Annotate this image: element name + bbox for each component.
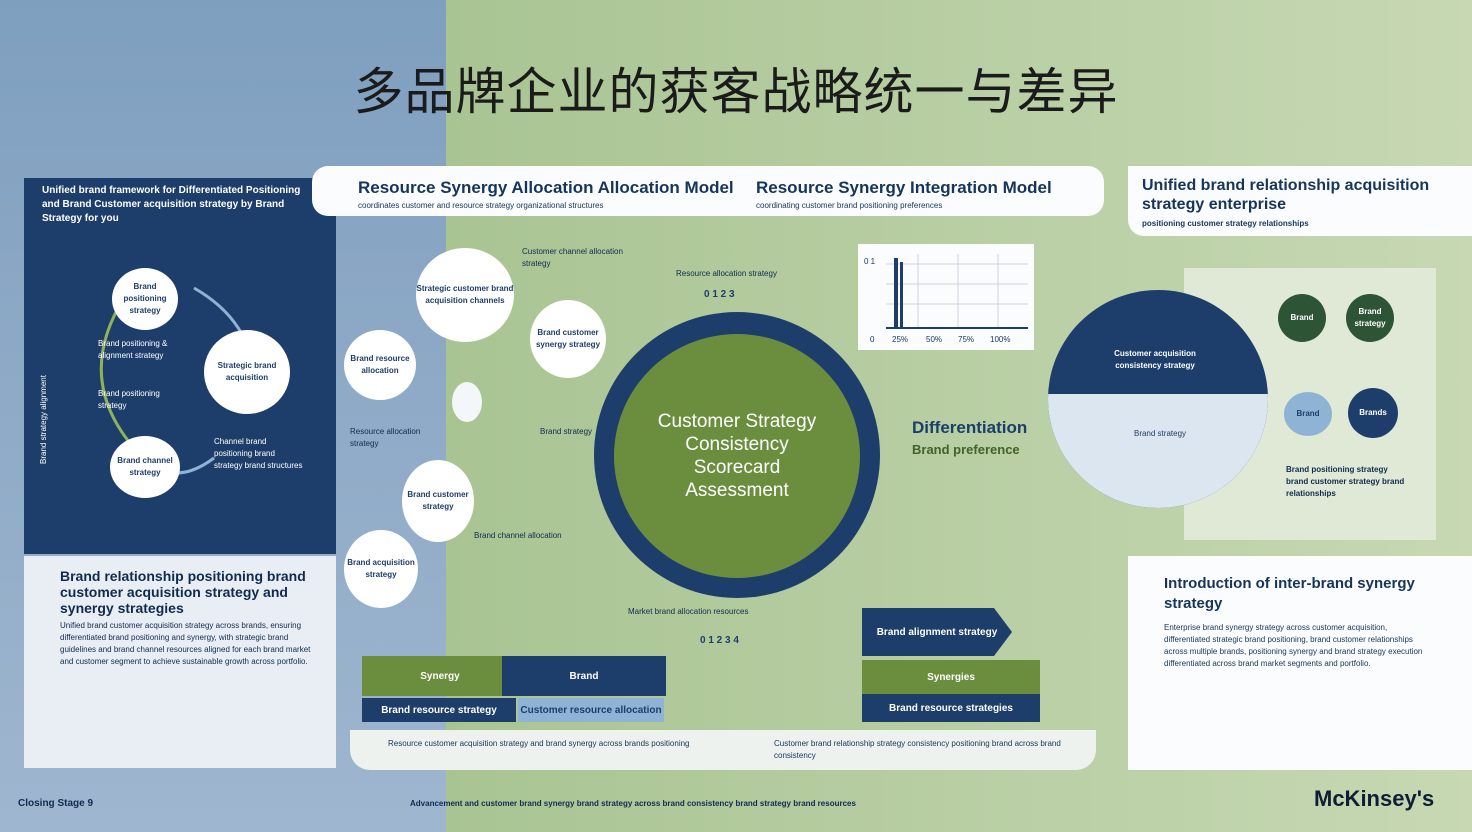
header-sub2: coordinating customer brand positioning … (756, 201, 943, 210)
footer-brand-logo: McKinsey's (1314, 786, 1435, 811)
node-4: Brands (1348, 388, 1398, 438)
bubble-acquisition-strategy: Brand acquisition strategy (344, 530, 418, 608)
chart-card: 0 1 0 25% 50% 75% 100% (858, 244, 1034, 350)
page-title: 多品牌企业的获客战略统一与差异 (353, 63, 1119, 121)
bottom-note-right: Customer brand relationship strategy con… (774, 739, 1061, 760)
center-note-1: Customer channel allocation strategy (522, 247, 623, 268)
chart-tick-4: 100% (990, 335, 1011, 344)
right-panel-heading: Unified brand relationship acquisition s… (1142, 177, 1430, 213)
bubble-customer-strategy: Brand customer strategy (402, 460, 474, 542)
left-mid-note2: Brand positioning strategy (98, 389, 160, 410)
left-framework-panel: Unified brand framework for Differentiat… (24, 178, 336, 554)
left-panel-heading: Unified brand framework for Differentiat… (42, 185, 301, 224)
footer-center: Advancement and customer brand synergy b… (410, 799, 856, 808)
chart-tick-3: 75% (958, 335, 975, 344)
bottom-note-left: Resource customer acquisition strategy a… (388, 739, 690, 748)
lower-left-heading: Brand relationship positioning brand cus… (60, 568, 306, 616)
bubble-acquisition-channels: Strategic customer brand acquisition cha… (416, 248, 514, 342)
bar-customer-resource: Customer resource allocation (518, 698, 664, 722)
right-panel-sub: positioning customer strategy relationsh… (1142, 219, 1309, 228)
chart-ylabel: 0 1 (864, 257, 876, 266)
center-note-3: Brand strategy (540, 427, 593, 436)
center-bottom-value: 0 1 2 3 4 (700, 635, 739, 646)
bar-synergies: Synergies (862, 660, 1040, 694)
left-axis-label: Brand strategy alignment (39, 375, 48, 464)
chart-tick-1: 25% (892, 335, 909, 344)
lower-right-panel: Introduction of inter-brand synergy stra… (1128, 556, 1472, 770)
bottom-notes-bar: Resource customer acquisition strategy a… (350, 730, 1096, 770)
bar-synergy: Synergy (362, 656, 518, 696)
differentiation-sublabel: Brand preference (912, 442, 1020, 457)
acquisition-circle-note: Brand strategy (1133, 429, 1187, 438)
right-header-card: Unified brand relationship acquisition s… (1128, 166, 1472, 236)
bar-brand-resource: Brand resource strategy (362, 698, 516, 722)
header-sub1: coordinates customer and resource strate… (358, 201, 604, 210)
header-allocation-model: Resource Synergy Allocation Allocation M… (358, 178, 734, 197)
center-note-4: Brand channel allocation (474, 531, 562, 540)
scorecard-label: Customer Strategy Consistency Scorecard … (657, 411, 817, 501)
left-mid-note: Brand positioning & alignment strategy (98, 339, 168, 360)
center-header-card: Resource Synergy Allocation Allocation M… (312, 166, 1104, 216)
acquisition-circle-lower (1048, 394, 1268, 508)
circle-brand-channel: Brand channel strategy (110, 436, 180, 498)
left-right-notes: Channel brand positioning brand strategy… (214, 437, 303, 470)
node-3: Brand (1284, 392, 1332, 436)
circle-strategic-acquisition: Strategic brand acquisition (204, 330, 290, 414)
node-2: Brand strategy (1346, 294, 1394, 342)
footer-left: Closing Stage 9 (18, 798, 94, 809)
chart-tick-0: 0 (870, 335, 875, 344)
acquisition-circle (1048, 290, 1268, 508)
lower-left-panel: Brand relationship positioning brand cus… (24, 556, 336, 768)
lower-right-heading: Introduction of inter-brand synergy stra… (1164, 575, 1415, 612)
scorecard-center: Customer Strategy Consistency Scorecard … (614, 334, 860, 578)
mini-chart (886, 254, 1028, 329)
center-top-note: Resource allocation strategy (676, 269, 777, 278)
person-icon (452, 382, 482, 422)
bar-brand-resources: Brand resource strategies (862, 694, 1040, 722)
center-bottom-note: Market brand allocation resources (628, 607, 749, 616)
center-note-2: Resource allocation strategy (350, 427, 421, 448)
bar-brand: Brand (502, 656, 666, 696)
bar-brand-alignment: Brand alignment strategy (862, 608, 1012, 656)
header-integration-model: Resource Synergy Integration Model (756, 178, 1052, 197)
center-top-value: 0 1 2 3 (704, 289, 735, 300)
lower-left-body: Unified brand customer acquisition strat… (60, 621, 311, 666)
differentiation-label: Differentiation (912, 418, 1028, 437)
bubble-synergy-strategy: Brand customer synergy strategy (530, 300, 606, 378)
right-panel-notes: Brand positioning strategy brand custome… (1286, 465, 1405, 498)
node-1: Brand (1278, 294, 1326, 342)
acquisition-circle-label: Customer acquisition consistency strateg… (1114, 349, 1196, 370)
bubble-resource-allocation: Brand resource allocation (344, 330, 416, 400)
chart-tick-2: 50% (926, 335, 943, 344)
circle-brand-positioning: Brand positioning strategy (112, 268, 178, 330)
lower-right-body: Enterprise brand synergy strategy across… (1164, 623, 1423, 668)
